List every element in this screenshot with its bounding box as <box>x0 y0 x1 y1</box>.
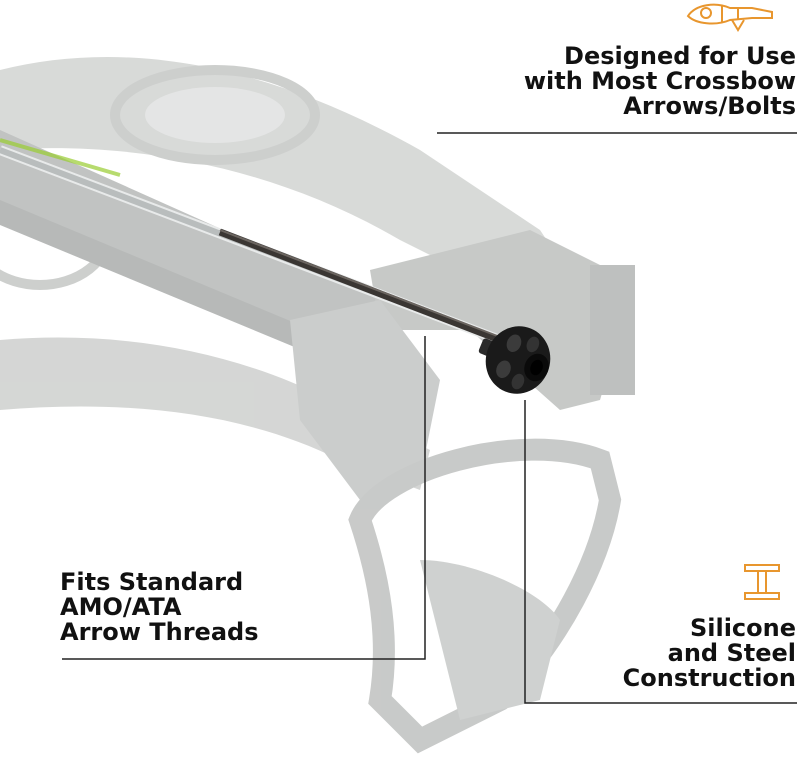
callout-line: Designed for Use <box>564 42 796 70</box>
callout-line: Construction <box>622 664 796 692</box>
callout-designed-for-use: Designed for Use with Most Crossbow Arro… <box>524 44 796 119</box>
callout-line: with Most Crossbow <box>523 67 796 95</box>
callout-fits-standard: Fits Standard AMO/ATA Arrow Threads <box>60 570 259 645</box>
crossbow-icon <box>686 3 773 32</box>
steel-beam-icon <box>744 564 780 600</box>
callout-line: Arrows/Bolts <box>623 92 796 120</box>
callout-line: Fits Standard <box>60 568 244 596</box>
callout-line: Silicone <box>689 614 796 642</box>
callout-line: and Steel <box>667 639 796 667</box>
silicone-dampener <box>478 326 551 394</box>
arrow-shaft <box>0 138 502 345</box>
leader-line-bottom <box>524 400 797 704</box>
leader-line-left <box>62 336 426 660</box>
callout-silicone-steel: Silicone and Steel Construction <box>623 616 796 691</box>
callout-line: Arrow Threads <box>60 618 259 646</box>
leader-lines <box>62 132 797 704</box>
callout-line: AMO/ATA <box>60 593 182 621</box>
